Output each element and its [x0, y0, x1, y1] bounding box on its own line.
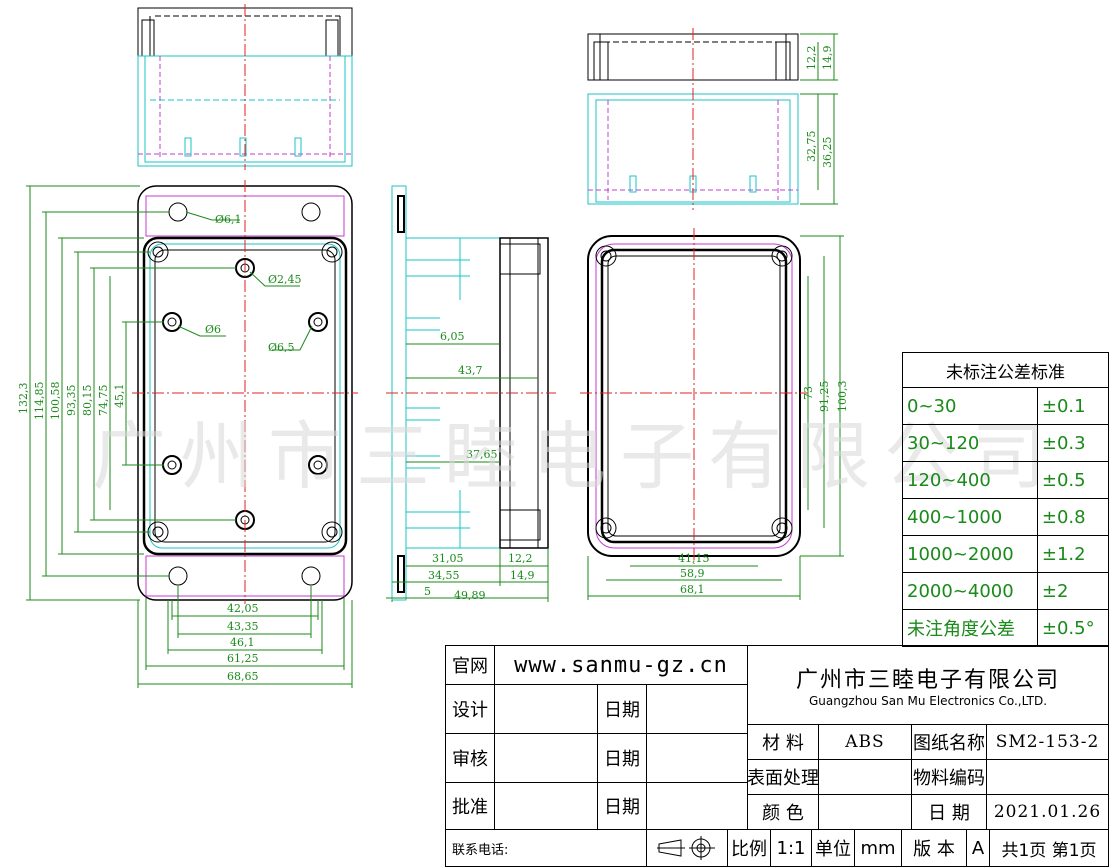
tolerance-row: 120~400±0.5 — [902, 461, 1109, 499]
dim-58-9: 58,9 — [680, 567, 705, 580]
tolerance-table: 未标注公差标准 0~30±0.1 30~120±0.3 120~400±0.5 … — [902, 352, 1109, 647]
hole-label-6-1: Ø6,1 — [215, 213, 242, 226]
dim-42-05: 42,05 — [227, 602, 259, 615]
tolerance-row: 1000~2000±1.2 — [902, 535, 1109, 573]
design-date-label: 日期 — [597, 684, 647, 734]
tolerance-row: 30~120±0.3 — [902, 424, 1109, 462]
dim-lid-12-2: 12,2 — [805, 46, 818, 71]
dim-lid-14-9: 14,9 — [821, 46, 834, 71]
dim-43-7: 43,7 — [458, 364, 483, 377]
dim-73: 73 — [802, 386, 815, 400]
design-value — [494, 684, 598, 734]
unit-value: mm — [854, 829, 902, 867]
review-value — [494, 733, 598, 783]
website-label: 官网 — [445, 645, 495, 685]
dim-91-25: 91,25 — [818, 381, 831, 413]
material-label: 材 料 — [747, 724, 819, 760]
tolerance-row: 0~30±0.1 — [902, 387, 1109, 425]
dim-34-55: 34,55 — [428, 569, 460, 582]
scale-value: 1:1 — [770, 829, 812, 867]
dim-49-89: 49,89 — [454, 589, 486, 602]
pages-value: 共1页 第1页 — [989, 829, 1109, 867]
company-name-en: Guangzhou San Mu Electronics Co.,LTD. — [808, 694, 1048, 708]
part-no-value — [986, 759, 1109, 795]
contact-label: 联系电话: — [445, 829, 647, 867]
dim-132-3: 132,3 — [17, 383, 30, 415]
dim-100-58: 100,58 — [49, 382, 62, 421]
unit-label: 单位 — [811, 829, 855, 867]
tolerance-row: 2000~4000±2 — [902, 572, 1109, 610]
dim-68-65: 68,65 — [227, 670, 259, 683]
hole-label-6-5: Ø6,5 — [268, 341, 295, 354]
material-value: ABS — [818, 724, 912, 760]
top-right-views — [587, 28, 838, 210]
projection-symbol-icon — [657, 836, 715, 860]
dim-31-05: 31,05 — [432, 552, 464, 565]
color-value — [818, 794, 912, 830]
date2-value: 2021.01.26 — [986, 794, 1109, 830]
dim-80-15: 80,15 — [81, 385, 94, 417]
dim-base-32-75: 32,75 — [805, 131, 818, 163]
dim-68-1: 68,1 — [680, 583, 705, 596]
dim-93-35: 93,35 — [65, 385, 78, 417]
color-label: 颜 色 — [747, 794, 819, 830]
dim-41-15: 41,15 — [678, 552, 710, 565]
hole-label-6: Ø6 — [205, 323, 221, 336]
dim-14-9: 14,9 — [510, 569, 535, 582]
top-left-lid-view — [137, 4, 353, 170]
dim-61-25: 61,25 — [227, 652, 259, 665]
company-name-cn: 广州市三睦电子有限公司 — [795, 668, 1060, 693]
dim-100-3: 100,3 — [836, 381, 849, 413]
tolerance-row: 400~1000±0.8 — [902, 498, 1109, 536]
dim-37-65: 37,65 — [466, 448, 498, 461]
dim-5: 5 — [424, 585, 431, 598]
date2-label: 日 期 — [911, 794, 987, 830]
dim-6-05: 6,05 — [440, 330, 465, 343]
dim-45-1: 45,1 — [113, 384, 126, 409]
title-block: 官网 www.sanmu-gz.cn 广州市三睦电子有限公司 Guangzhou… — [445, 645, 1109, 867]
hole-label-2-45: Ø2,45 — [268, 273, 302, 286]
approve-label: 批准 — [445, 782, 495, 830]
version-value: A — [966, 829, 990, 867]
drawing-name-label: 图纸名称 — [911, 724, 987, 760]
scale-label: 比例 — [727, 829, 771, 867]
tolerance-title: 未标注公差标准 — [902, 352, 1109, 388]
dim-46-1: 46,1 — [230, 636, 255, 649]
surface-value — [818, 759, 912, 795]
part-no-label: 物料编码 — [911, 759, 987, 795]
front-view — [26, 180, 358, 688]
dim-base-36-25: 36,25 — [821, 137, 834, 169]
review-date-label: 日期 — [597, 733, 647, 783]
dim-74-75: 74,75 — [97, 385, 110, 417]
approve-value — [494, 782, 598, 830]
projection-symbol-cell — [646, 829, 728, 867]
company-watermark: 广州市三睦电子有限公司 — [92, 414, 1060, 500]
website-value: www.sanmu-gz.cn — [494, 645, 748, 685]
tolerance-row: 未注角度公差±0.5° — [902, 609, 1109, 647]
approve-date-value — [646, 782, 748, 830]
dim-114-85: 114,85 — [33, 382, 46, 421]
company-name-cell: 广州市三睦电子有限公司 Guangzhou San Mu Electronics… — [747, 645, 1109, 725]
surface-label: 表面处理 — [747, 759, 819, 795]
side-view — [386, 185, 556, 602]
design-date-value — [646, 684, 748, 734]
drawing-name-value: SM2-153-2 — [986, 724, 1109, 760]
review-label: 审核 — [445, 733, 495, 783]
dim-12-2: 12,2 — [508, 552, 533, 565]
version-label: 版 本 — [901, 829, 967, 867]
approve-date-label: 日期 — [597, 782, 647, 830]
dim-43-35: 43,35 — [227, 620, 259, 633]
review-date-value — [646, 733, 748, 783]
back-view — [580, 228, 844, 600]
design-label: 设计 — [445, 684, 495, 734]
